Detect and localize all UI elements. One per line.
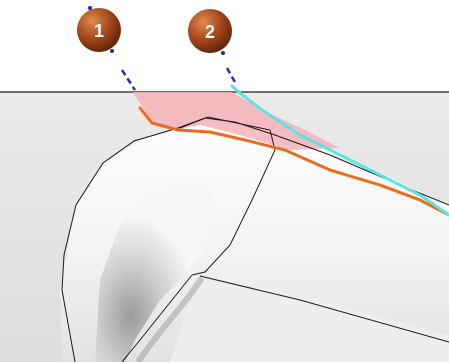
marker-2-label: 2 (205, 22, 215, 42)
marker-2-ball (188, 9, 232, 53)
marker-1-label: 1 (94, 21, 104, 41)
lower-face (170, 270, 449, 362)
curve-2-dash (225, 67, 238, 85)
seam-shadow (135, 276, 205, 362)
marker-1-top-dot (88, 6, 92, 10)
curve-2-line (230, 84, 449, 217)
blend-surface (133, 92, 340, 150)
marker-1: 1 (77, 6, 121, 53)
outline-edge (61, 117, 449, 362)
marker-1-ball (77, 8, 121, 52)
marker-2-anchor (221, 51, 225, 55)
inner-shading (95, 178, 215, 362)
bottom-edge (199, 275, 449, 343)
marker-1-anchor (110, 49, 114, 53)
curve-1-dash (120, 69, 137, 91)
curve-1-line (138, 106, 449, 217)
panel-edge (179, 116, 276, 276)
seam-edge (121, 274, 193, 362)
marker-2: 2 (188, 9, 232, 55)
